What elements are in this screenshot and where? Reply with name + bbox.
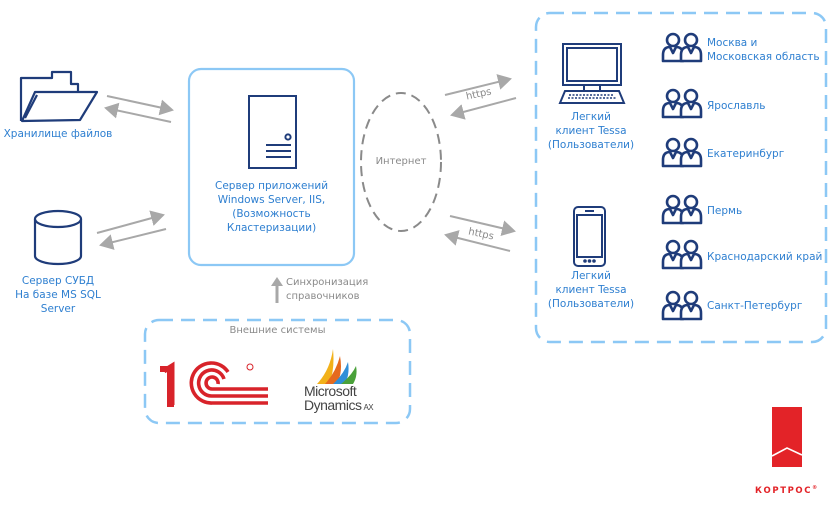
brand-name: КОРТРОС — [755, 485, 813, 496]
dynamics-text-line: Microsoft — [304, 383, 357, 399]
dynamics-suffix: AX — [363, 403, 374, 412]
sync-label-line: Синхронизация — [286, 277, 369, 288]
db-server-arrows — [96, 210, 167, 250]
smartphone-icon — [573, 206, 606, 267]
app-server-label-line: Сервер приложений — [214, 180, 329, 192]
location-label-yaroslavl: Ярославль — [707, 100, 766, 112]
internet-label: Интернет — [375, 156, 427, 167]
desktop-client-label-line: Легкий — [571, 111, 611, 123]
external-systems-box — [143, 318, 412, 425]
users-group-icon — [661, 239, 703, 270]
app-server-label-line: Кластеризации) — [226, 222, 317, 234]
kortros-logo-mark — [771, 407, 803, 467]
app-server-label-line: (Возможность — [232, 208, 311, 220]
https-top-arrows — [444, 74, 517, 120]
location-label-line: Московская область — [707, 51, 820, 63]
location-label-krasnodar: Краснодарский край — [707, 251, 823, 263]
location-label-perm: Пермь — [707, 205, 743, 217]
location-label-yekaterinburg: Екатеринбург — [707, 148, 785, 160]
desktop-client-label: Легкий клиент Tessa (Пользователи) — [543, 110, 639, 152]
location-label-moscow: Москва и Московская область — [707, 36, 820, 64]
location-label-spb: Санкт-Петербург — [707, 300, 803, 312]
db-server-label-line: Сервер СУБД — [21, 275, 95, 287]
mobile-client-label-line: (Пользователи) — [547, 298, 635, 310]
db-server-label-line: На базе MS SQL Server — [15, 289, 101, 315]
desktop-computer-icon — [558, 43, 626, 104]
file-storage-label: Хранилище файлов — [3, 128, 113, 140]
users-group-icon — [661, 32, 703, 63]
external-systems-title: Внешние системы — [229, 325, 326, 336]
desktop-client-label-line: (Пользователи) — [547, 139, 635, 151]
sync-label-line: справочников — [286, 291, 360, 302]
desktop-client-label-line: клиент Tessa — [555, 125, 627, 137]
users-group-icon — [661, 194, 703, 225]
app-server-label: Сервер приложений Windows Server, IIS, (… — [189, 179, 354, 235]
users-group-icon — [661, 88, 703, 119]
sync-label: Синхронизация справочников — [286, 276, 368, 304]
server-icon — [248, 95, 297, 169]
dynamics-logo-mark — [317, 349, 357, 384]
1c-logo — [160, 361, 268, 407]
clients-group-box — [534, 11, 828, 344]
users-group-icon — [661, 290, 703, 321]
app-server-box — [187, 67, 356, 267]
dynamics-word: Dynamics — [304, 397, 362, 413]
db-server-label: Сервер СУБД На базе MS SQL Server — [0, 274, 116, 316]
storage-server-arrows — [104, 95, 174, 123]
database-icon — [33, 209, 83, 266]
sync-arrow — [271, 277, 283, 303]
app-server-label-line: Windows Server, IIS, — [217, 194, 326, 206]
mobile-client-label-line: клиент Tessa — [555, 284, 627, 296]
location-label-line: Москва и — [707, 37, 758, 49]
folder-icon — [19, 70, 99, 123]
mobile-client-label: Легкий клиент Tessa (Пользователи) — [543, 269, 639, 311]
https-bottom-arrows — [444, 215, 516, 252]
brand-registered-mark: ® — [812, 485, 819, 491]
mobile-client-label-line: Легкий — [571, 270, 611, 282]
users-group-icon — [661, 137, 703, 168]
kortros-brand-text: КОРТРОС® — [755, 485, 819, 496]
internet-cloud — [360, 92, 442, 232]
